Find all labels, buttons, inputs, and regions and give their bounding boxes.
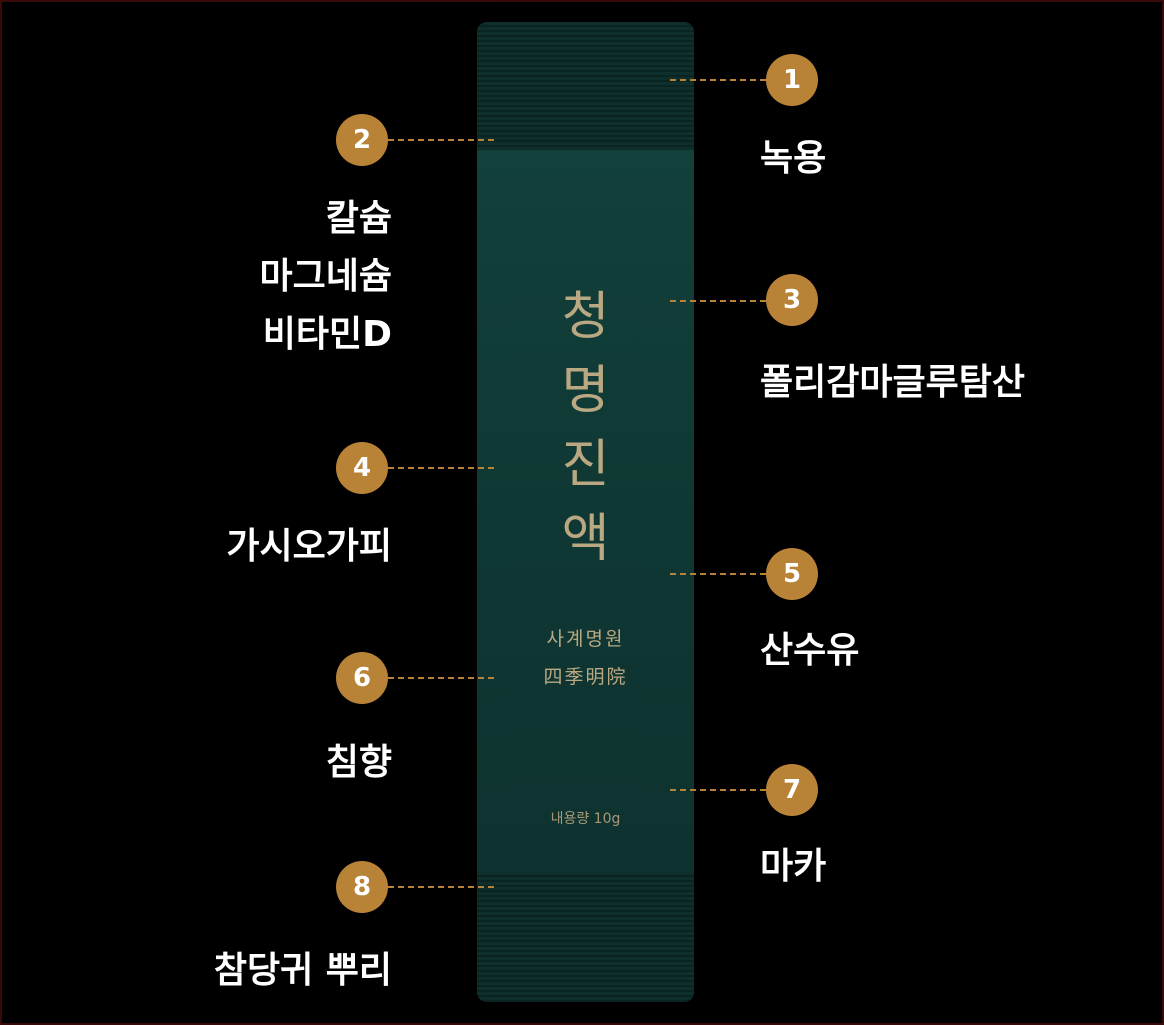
leader-line-8 [388, 886, 494, 888]
product-stick-pouch: 청 명 진 액 사계명원 四季明院 내용량 10g [477, 22, 694, 1002]
callout-label-2-line: 비타민D [262, 314, 392, 355]
leader-line-1 [670, 79, 766, 81]
callout-label-1: 녹용 [760, 138, 827, 179]
callout-badge-1: 1 [766, 54, 818, 106]
callout-label-2-line: 마그네슘 [259, 256, 392, 297]
bottom-seal [477, 872, 694, 1002]
brand-name-korean: 사계명원 [546, 628, 625, 650]
callout-label-5: 산수유 [760, 630, 860, 671]
callout-label-4: 가시오가피 [226, 526, 392, 567]
callout-label-7: 마카 [760, 846, 827, 887]
callout-label-8: 참당귀 뿌리 [213, 950, 392, 991]
callout-badge-7: 7 [766, 764, 818, 816]
leader-line-4 [388, 467, 494, 469]
brand-name-hanja: 四季明院 [543, 666, 628, 688]
top-seal [477, 22, 694, 150]
title-char: 액 [561, 509, 610, 569]
leader-line-2 [388, 139, 494, 141]
callout-badge-6: 6 [336, 652, 388, 704]
callout-label-6: 침향 [325, 742, 392, 783]
product-title: 청 명 진 액 [477, 280, 694, 576]
pouch-label-panel [477, 150, 694, 872]
title-char: 진 [561, 435, 610, 495]
callout-badge-8: 8 [336, 861, 388, 913]
callout-badge-3: 3 [766, 274, 818, 326]
title-char: 청 [561, 287, 610, 347]
callout-badge-4: 4 [336, 442, 388, 494]
callout-badge-5: 5 [766, 548, 818, 600]
leader-line-7 [670, 789, 766, 791]
callout-label-2-line: 칼슘 [325, 198, 392, 239]
leader-line-3 [670, 300, 766, 302]
net-content-label: 내용량 10g [550, 811, 621, 827]
callout-badge-2: 2 [336, 114, 388, 166]
leader-line-6 [388, 677, 494, 679]
callout-label-2: 칼슘 마그네슘 비타민D [182, 190, 392, 364]
callout-label-3: 폴리감마글루탐산 [760, 362, 1025, 403]
leader-line-5 [670, 573, 766, 575]
title-char: 명 [561, 361, 610, 421]
